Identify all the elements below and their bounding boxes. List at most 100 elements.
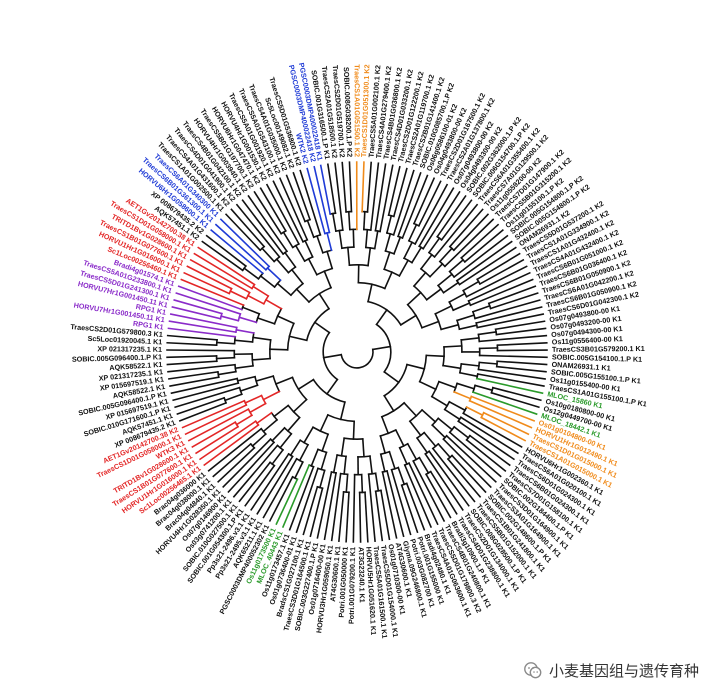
leaf-label: TraesCS1D01G051300.1 K2 bbox=[359, 64, 371, 157]
branch-line bbox=[477, 368, 546, 380]
branch-line bbox=[383, 370, 400, 384]
branch-line bbox=[259, 274, 276, 289]
branch-line bbox=[423, 431, 437, 448]
branch-arc bbox=[460, 339, 463, 353]
branch-line bbox=[184, 403, 248, 436]
branch-line bbox=[273, 404, 290, 418]
branch-line bbox=[238, 316, 258, 324]
branch-line bbox=[224, 213, 262, 252]
branch-arc bbox=[348, 264, 369, 267]
branch-arc bbox=[312, 378, 346, 404]
branch-line bbox=[255, 375, 275, 383]
branch-line bbox=[170, 377, 239, 395]
branch-line bbox=[235, 203, 281, 259]
branch-line bbox=[474, 299, 541, 320]
branch-line bbox=[264, 298, 283, 310]
branch-arc bbox=[458, 363, 463, 374]
leaf-label: SOBIC.005G096400.1.P K1 bbox=[72, 352, 162, 363]
branch-line bbox=[364, 228, 369, 249]
branch-arc bbox=[471, 384, 477, 394]
branch-line bbox=[460, 223, 500, 259]
branch-line bbox=[460, 363, 480, 367]
branch-line bbox=[489, 292, 539, 310]
branch-line bbox=[400, 484, 419, 534]
branch-line bbox=[252, 336, 272, 341]
branch-line bbox=[338, 490, 345, 543]
branch-line bbox=[319, 164, 332, 216]
branch-line bbox=[232, 444, 279, 498]
branch-line bbox=[181, 399, 246, 429]
branch-arc bbox=[251, 353, 254, 367]
branch-line bbox=[166, 355, 218, 359]
branch-line bbox=[285, 174, 307, 223]
branch-line bbox=[220, 315, 240, 322]
branch-line bbox=[436, 194, 467, 238]
branch-arc bbox=[362, 228, 372, 231]
leaf-label: SOBIC.008G038200.1.P K2 bbox=[342, 67, 355, 157]
branch-line bbox=[387, 165, 401, 217]
branch-line bbox=[219, 218, 271, 268]
branch-line bbox=[374, 163, 387, 232]
branch-line bbox=[275, 478, 299, 526]
branch-line bbox=[233, 339, 254, 343]
branch-arc bbox=[217, 370, 220, 379]
branch-line bbox=[217, 370, 237, 376]
branch-line bbox=[495, 327, 547, 336]
branch-line bbox=[474, 384, 494, 392]
branch-line bbox=[403, 401, 418, 418]
branch-line bbox=[239, 384, 259, 392]
branch-line bbox=[443, 408, 461, 421]
branch-arc bbox=[273, 307, 283, 325]
leaf-label: Potri.001G050000 K1 bbox=[337, 546, 350, 618]
branch-line bbox=[215, 356, 236, 360]
branch-arc bbox=[430, 380, 440, 398]
branch-line bbox=[215, 341, 236, 345]
branch-line bbox=[374, 472, 380, 492]
branch-line bbox=[313, 165, 331, 234]
branch-line bbox=[325, 378, 339, 396]
branch-arc bbox=[228, 287, 233, 295]
branch-line bbox=[470, 395, 536, 422]
branch-arc bbox=[299, 439, 310, 446]
branch-arc bbox=[315, 267, 334, 276]
branch-line bbox=[283, 251, 297, 269]
branch-line bbox=[407, 223, 418, 242]
branch-line bbox=[465, 438, 507, 472]
branch-line bbox=[274, 376, 294, 385]
branch-line bbox=[458, 246, 517, 286]
branch-line bbox=[224, 393, 243, 402]
branch-line bbox=[281, 463, 311, 529]
branch-line bbox=[379, 434, 387, 455]
branch-line bbox=[386, 470, 405, 538]
branch-line bbox=[457, 420, 515, 461]
branch-line bbox=[392, 167, 408, 218]
branch-line bbox=[169, 313, 238, 329]
branch-line bbox=[173, 299, 223, 315]
branch-line bbox=[437, 380, 457, 389]
branch-line bbox=[297, 378, 315, 391]
branch-line bbox=[347, 210, 351, 231]
branch-line bbox=[410, 246, 423, 264]
branch-arc bbox=[219, 312, 223, 320]
branch-line bbox=[496, 341, 548, 347]
branch-line bbox=[307, 257, 318, 276]
branch-line bbox=[476, 313, 545, 329]
branch-line bbox=[338, 229, 343, 250]
branch-line bbox=[169, 376, 220, 387]
branch-line bbox=[443, 345, 463, 348]
branch-line bbox=[172, 382, 240, 402]
branch-line bbox=[175, 292, 242, 315]
branch-line bbox=[418, 456, 430, 475]
branch-line bbox=[375, 308, 388, 326]
branch-line bbox=[256, 317, 276, 325]
branch-line bbox=[403, 241, 414, 260]
branch-line bbox=[198, 420, 257, 461]
branch-line bbox=[278, 177, 309, 241]
branch-line bbox=[197, 246, 256, 286]
branch-line bbox=[433, 203, 479, 259]
branch-line bbox=[418, 380, 437, 391]
branch-line bbox=[478, 361, 498, 365]
branch-line bbox=[412, 459, 446, 522]
branch-arc bbox=[494, 328, 498, 336]
branch-arc bbox=[487, 302, 492, 310]
